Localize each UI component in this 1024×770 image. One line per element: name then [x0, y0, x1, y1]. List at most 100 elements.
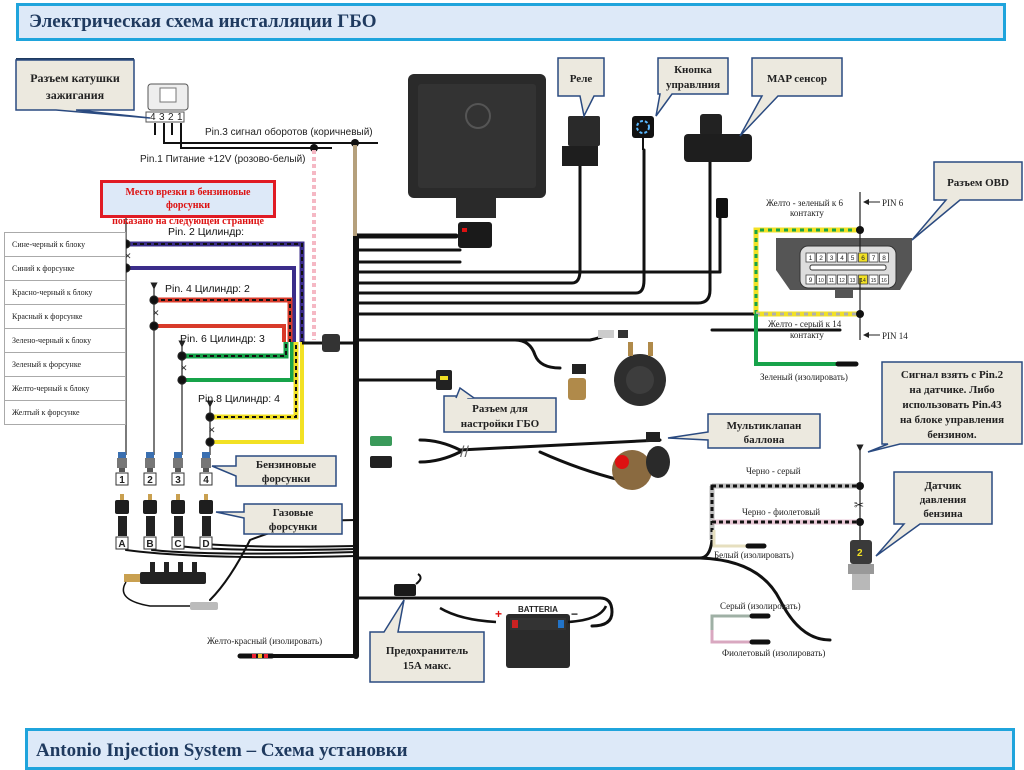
svg-text:4: 4: [840, 255, 844, 262]
coil-pin-4: 4: [150, 112, 156, 123]
callout-obd: Разъем OBD: [911, 161, 1023, 241]
tuning-connector: [436, 370, 452, 390]
pin3-label: Pin.3 сигнал оборотов (коричневый): [205, 126, 373, 138]
yellow-red-wire: [237, 653, 275, 659]
gas-injector-D: D: [199, 494, 213, 550]
svg-text:3: 3: [830, 255, 834, 262]
svg-text:2: 2: [147, 475, 153, 486]
petrol-injector-2: 2: [143, 452, 157, 486]
green-insulate-label: Зеленый (изолировать): [760, 372, 848, 382]
table-cell: Желтый к форсунке: [4, 400, 126, 425]
harness-connector: [322, 334, 340, 352]
fuel-sensor-number: 2: [857, 548, 863, 559]
fuel-pressure-sensor: 2: [848, 540, 874, 590]
callout-multivalve: Мультиклапан баллона: [667, 413, 821, 449]
table-row: Зелено-черный к блоку: [4, 328, 126, 353]
cut-icon: ✕: [208, 425, 216, 435]
coil-pin-2: 2: [168, 112, 174, 123]
scissors-icon: ✂: [854, 498, 864, 512]
obd-pin-13: 13: [847, 274, 858, 285]
obd-wires: [753, 192, 880, 367]
pin6-marker: PIN 6: [882, 198, 904, 208]
callout-fuse: Предохранитель 15А макс.: [369, 599, 485, 683]
table-row: Зеленый к форсунке: [4, 352, 126, 377]
battery: BATTERIA + −: [439, 605, 608, 668]
obd-pin6-wire-label-2: контакту: [790, 208, 824, 218]
battery-plus-icon: +: [495, 607, 502, 621]
callout-gas-injectors: Газовые форсунки: [215, 503, 343, 535]
svg-text:Датчик: Датчик: [924, 480, 962, 492]
svg-text:бензина: бензина: [923, 508, 963, 520]
callout-signal-source: Сигнал взять с Pin.2 на датчике. Либо ис…: [867, 361, 1023, 453]
battery-minus-icon: −: [571, 607, 578, 621]
obd-pin-1: 1: [805, 252, 816, 263]
obd-pin-7: 7: [868, 252, 879, 263]
footer-title-bar: Antonio Injection System – Схема установ…: [25, 728, 1015, 770]
battery-label: BATTERIA: [518, 605, 558, 614]
gray-insulate-label: Серый (изолировать): [720, 601, 801, 611]
svg-text:настройки ГБО: настройки ГБО: [461, 418, 540, 430]
obd-pin14-wire-label-2: контакту: [790, 330, 824, 340]
gas-injector-C: C: [171, 494, 185, 550]
pin14-marker: PIN 14: [882, 331, 908, 341]
page-title: Электрическая схема инсталляции ГБО: [29, 11, 377, 32]
petrol-injector-4: 4: [199, 452, 213, 486]
ignition-coil-connector: 4 3 2 1: [145, 83, 378, 152]
violet-insulate-label: Фиолетовый (изолировать): [722, 648, 825, 658]
gas-rail: [122, 562, 218, 610]
svg-text:Газовые: Газовые: [273, 507, 314, 519]
obd-pin-8: 8: [879, 252, 889, 263]
warning-line-2: показано на следующей странице: [112, 216, 264, 227]
svg-text:Разъем катушки: Разъем катушки: [30, 71, 120, 85]
header-title-bar: Электрическая схема инсталляции ГБО: [16, 3, 1006, 41]
svg-text:9: 9: [809, 277, 813, 284]
obd-pin6-wire-label: Желто - зеленый к 6: [766, 198, 843, 208]
callout-fuel-pressure-sensor: Датчик давления бензина: [875, 471, 993, 557]
table-row: Красный к форсунке: [4, 304, 126, 329]
svg-text:3: 3: [175, 475, 181, 486]
svg-text:MAP сенсор: MAP сенсор: [767, 73, 827, 85]
wire-color-table: Сине-черный к блоку Синий к форсунке Кра…: [4, 232, 126, 425]
gas-injector-B: B: [143, 494, 157, 550]
coil-pin-1: 1: [177, 112, 183, 123]
warning-line-1: Место врезки в бензиновые форсунки: [125, 187, 251, 211]
tank-multivalve: [612, 432, 670, 490]
svg-text:14: 14: [860, 278, 866, 284]
table-row: Желто-черный к блоку: [4, 376, 126, 401]
obd-pin-12: 12: [837, 274, 847, 285]
cylinder-3-label: Pin. 6 Цилиндр: 3: [180, 333, 265, 345]
obd-pin-3: 3: [826, 252, 837, 263]
svg-text:D: D: [202, 539, 209, 550]
svg-text:форсунки: форсунки: [269, 521, 318, 533]
table-row: Сине-черный к блоку: [4, 232, 126, 257]
black-violet-label: Черно - фиолетовый: [742, 507, 820, 517]
svg-text:7: 7: [872, 255, 876, 262]
svg-text:Бензиновые: Бензиновые: [256, 459, 316, 471]
svg-text:B: B: [146, 539, 153, 550]
cylinder-4-label: Pin.8 Цилиндр: 4: [198, 393, 280, 405]
footer-title: Antonio Injection System – Схема установ…: [36, 740, 408, 761]
svg-text:C: C: [174, 539, 181, 550]
table-row: Красно-черный к блоку: [4, 280, 126, 305]
svg-text:Мультиклапан: Мультиклапан: [727, 420, 802, 432]
svg-text:форсунки: форсунки: [262, 473, 311, 485]
cylinder-1-label: Pin. 2 Цилиндр:: [168, 226, 244, 238]
black-gray-label: Черно - серый: [746, 466, 801, 476]
coil-pin-3: 3: [159, 112, 165, 123]
svg-text:бензином.: бензином.: [927, 429, 976, 441]
pin1-label: Pin.1 Питание +12V (розово-белый): [140, 153, 305, 165]
callout-control-button: Кнопка управлния: [655, 57, 729, 117]
svg-text:13: 13: [850, 278, 856, 284]
obd-pin-14: 14: [858, 274, 868, 285]
obd-pin-16: 16: [879, 274, 889, 285]
obd-pin-11: 11: [826, 274, 837, 285]
svg-text:Реле: Реле: [570, 73, 593, 85]
table-cell: Зеленый к форсунке: [4, 352, 126, 377]
cylinder-wires: [126, 241, 322, 444]
cut-icon: ✕: [124, 251, 132, 261]
obd-pin14-wire-label: Желто - серый к 14: [768, 319, 842, 329]
